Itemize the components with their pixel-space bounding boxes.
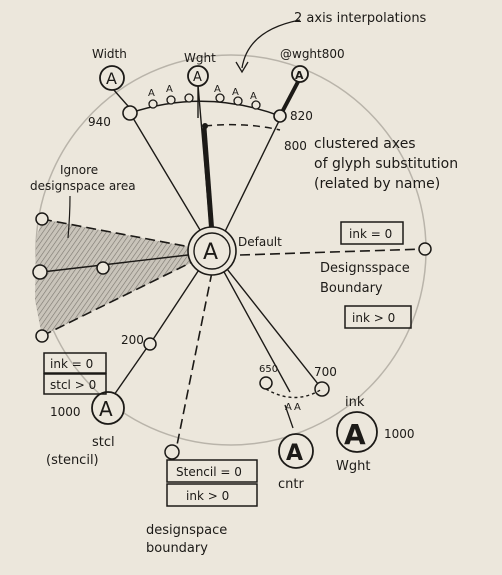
wght800-glyph-circle bbox=[291, 65, 309, 83]
label-800: 800 bbox=[284, 139, 307, 153]
svg-text:A: A bbox=[250, 91, 257, 102]
node-940 bbox=[122, 105, 138, 121]
ink-glyph: A bbox=[344, 418, 366, 451]
boundary-right-node bbox=[418, 242, 432, 256]
label-boundary-bottom-2: boundary bbox=[146, 541, 208, 556]
default-glyph: A bbox=[203, 240, 218, 265]
ignore-node-top bbox=[35, 212, 49, 226]
label-boundary-bottom-1: designspace bbox=[146, 523, 227, 538]
label-700: 700 bbox=[314, 365, 337, 379]
bottom-arc-glyphs-2: A bbox=[294, 402, 301, 413]
label-940: 940 bbox=[88, 115, 111, 129]
top-arc-glyphs: A A A A A bbox=[148, 84, 257, 102]
label-clustered-1: clustered axes bbox=[314, 136, 416, 152]
stcl-glyph-circle bbox=[91, 391, 125, 425]
box-ink-gt0-bottom bbox=[166, 483, 258, 507]
label-width: Width bbox=[92, 47, 127, 61]
ignore-node-bottom bbox=[35, 329, 49, 343]
svg-text:A: A bbox=[232, 87, 239, 98]
width-glyph: A bbox=[106, 69, 117, 88]
label-1000-right: 1000 bbox=[384, 427, 415, 441]
wght800-glyph: A bbox=[295, 69, 304, 82]
arrowhead-interpolations bbox=[235, 61, 249, 74]
label-stcl-2: (stencil) bbox=[46, 453, 99, 468]
label-ink-eq0-right: ink = 0 bbox=[349, 227, 392, 241]
default-inner-ring bbox=[193, 232, 231, 270]
ignore-edge-mid bbox=[41, 254, 189, 273]
boundary-bottom-node bbox=[164, 444, 180, 460]
stcl-glyph: A bbox=[99, 397, 113, 421]
label-boundary-right-1: Designsspace bbox=[320, 261, 410, 276]
label-default: Default bbox=[238, 235, 282, 249]
label-stcl-gt0: stcl > 0 bbox=[50, 378, 96, 392]
arrow-interpolations bbox=[241, 19, 301, 69]
box-ink-eq0-right bbox=[340, 221, 404, 245]
box-ink-eq0-left bbox=[43, 352, 107, 374]
label-ignore-2: designspace area bbox=[30, 179, 136, 193]
bottom-interpolation-arc bbox=[265, 388, 323, 399]
label-ink-gt0-bottom: ink > 0 bbox=[186, 489, 229, 503]
wght-glyph: A bbox=[193, 70, 202, 85]
stcl-spoke bbox=[113, 348, 147, 396]
node-700 bbox=[314, 381, 330, 397]
top-arc-nodes bbox=[148, 93, 261, 110]
label-boundary-right-2: Boundary bbox=[320, 281, 383, 296]
label-wght-bottom: Wght bbox=[336, 459, 370, 474]
label-stcl-1: stcl bbox=[92, 435, 115, 450]
cntr-stem bbox=[284, 404, 294, 429]
svg-text:A: A bbox=[148, 88, 155, 99]
box-stcl-gt0 bbox=[43, 373, 107, 395]
box-ink-gt0-right bbox=[344, 305, 412, 329]
ignore-edge-bottom bbox=[41, 261, 193, 337]
label-stencil-eq0: Stencil = 0 bbox=[176, 465, 242, 479]
label-650: 650 bbox=[259, 364, 278, 375]
label-ink: ink bbox=[345, 395, 365, 410]
ignore-edge-top bbox=[41, 218, 191, 248]
node-800 bbox=[202, 123, 208, 129]
wght-glyph-circle bbox=[187, 65, 209, 87]
label-clustered-2: of glyph substitution bbox=[314, 156, 458, 172]
labels: 2 axis interpolations Width Wght @wght80… bbox=[30, 11, 458, 556]
ignore-designspace-area bbox=[35, 219, 193, 336]
clustered-axes-dashed-arc bbox=[204, 123, 281, 131]
node-200 bbox=[143, 337, 157, 351]
label-200: 200 bbox=[121, 333, 144, 347]
ignore-node-mid bbox=[32, 264, 48, 280]
wght-bold-spoke bbox=[201, 127, 215, 235]
svg-text:A: A bbox=[166, 84, 173, 95]
label-clustered-3: (related by name) bbox=[314, 176, 440, 192]
label-820: 820 bbox=[290, 109, 313, 123]
arrow-ignore bbox=[67, 195, 71, 239]
node-820 bbox=[273, 109, 287, 123]
label-ink-gt0-right: ink > 0 bbox=[352, 311, 395, 325]
width-glyph-circle bbox=[99, 65, 125, 91]
box-stencil-eq0 bbox=[166, 459, 258, 483]
label-2axis: 2 axis interpolations bbox=[294, 11, 427, 26]
label-ink-eq0-left: ink = 0 bbox=[50, 357, 93, 371]
bottom-arc-glyphs: A bbox=[285, 402, 292, 413]
node-650 bbox=[259, 376, 273, 390]
label-ignore-1: Ignore bbox=[60, 163, 98, 177]
label-1000-left: 1000 bbox=[50, 405, 81, 419]
cntr-glyph-circle bbox=[278, 433, 314, 469]
ink-glyph-circle bbox=[336, 411, 378, 453]
width-stem bbox=[112, 88, 129, 107]
svg-text:A: A bbox=[214, 84, 221, 95]
top-interpolation-arc bbox=[129, 100, 281, 117]
wght800-bold-spoke bbox=[278, 77, 302, 117]
boundary-right-dashed bbox=[239, 248, 426, 256]
label-wght800: @wght800 bbox=[280, 47, 345, 61]
cntr-glyph: A bbox=[286, 441, 303, 466]
label-wght: Wght bbox=[184, 51, 216, 65]
label-cntr: cntr bbox=[278, 477, 304, 492]
boundary-bottom-dashed bbox=[175, 271, 213, 451]
ignore-node-inner bbox=[96, 261, 110, 275]
